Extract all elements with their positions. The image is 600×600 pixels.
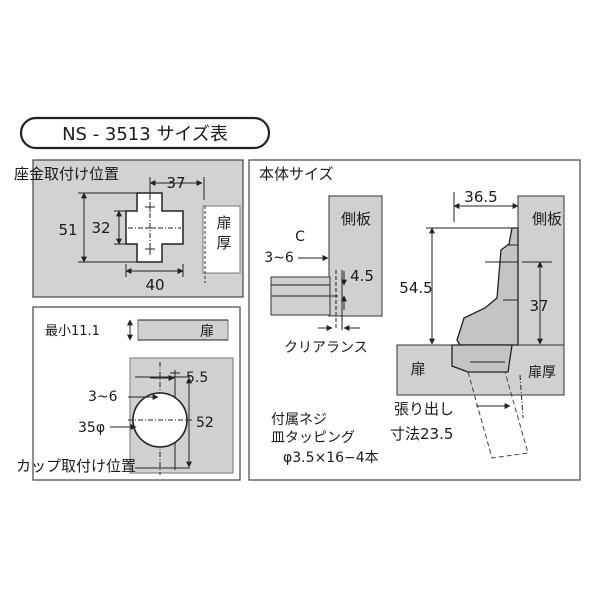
- body-dim-gap: 4.5: [350, 267, 374, 285]
- body-label: 本体サイズ: [259, 165, 334, 183]
- body-overhang-2: 寸法23.5: [390, 425, 453, 443]
- body-screw-3: φ3.5×16−4本: [283, 450, 379, 466]
- body-clearance: クリアランス: [284, 340, 368, 356]
- body-screw-2: 皿タッピング: [271, 430, 355, 446]
- body-dim-height: 54.5: [399, 279, 432, 297]
- plate-panel: 座金取付け位置 扉 厚 37 51 32 40: [14, 159, 244, 298]
- plate-door-thickness-2: 厚: [216, 234, 231, 252]
- plate-dim-inner: 32: [91, 219, 110, 237]
- plate-dim-left: 51: [58, 221, 77, 239]
- cup-door-strip: 扉: [200, 324, 214, 340]
- body-side-panel-left: 側板: [341, 210, 371, 228]
- body-overhang-1: 張り出し: [394, 400, 454, 418]
- body-c-label: C: [295, 229, 305, 245]
- cup-dim-height: 52: [196, 415, 214, 431]
- plate-label: 座金取付け位置: [14, 165, 119, 183]
- body-door-thickness: 扉厚: [528, 365, 556, 381]
- body-panel: 本体サイズ 側板 C 3~6 4.5 クリアランス 側板 扉 扉厚: [248, 159, 581, 481]
- body-dim-width: 36.5: [464, 188, 497, 206]
- cup-dim-diameter: 35φ: [78, 420, 105, 436]
- body-screw-1: 付属ネジ: [271, 412, 327, 428]
- diagram-title: NS - 3513 サイズ表: [62, 124, 228, 145]
- plate-dim-bottom: 40: [145, 276, 164, 294]
- body-door: 扉: [410, 360, 425, 378]
- title-badge: NS - 3513 サイズ表: [19, 116, 271, 150]
- cup-label: カップ取付け位置: [16, 457, 136, 475]
- cup-dim-edge: 3~6: [88, 389, 118, 405]
- plate-door-thickness-1: 扉: [216, 214, 231, 232]
- plate-dim-top: 37: [166, 174, 185, 192]
- cup-panel: 扉 最小11.1 3~6 5.5 35φ 52 カップ取付け位置: [16, 306, 241, 481]
- body-c-range: 3~6: [264, 250, 294, 266]
- body-side-panel-right: 側板: [532, 210, 562, 228]
- cup-min-label: 最小11.1: [45, 324, 100, 339]
- body-dim-mount: 37: [529, 297, 548, 315]
